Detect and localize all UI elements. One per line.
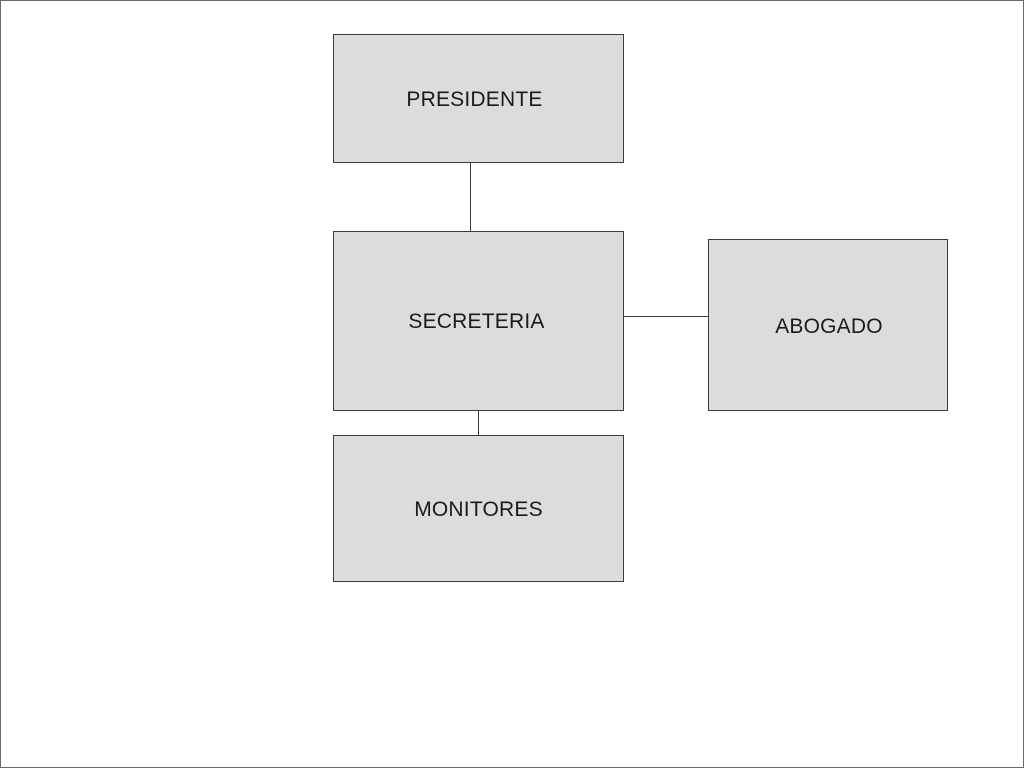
node-label-monitores: MONITORES (414, 497, 543, 521)
node-monitores: MONITORES (333, 435, 624, 582)
node-label-presidente: PRESIDENTE (406, 87, 543, 111)
node-secreteria: SECRETERIA (333, 231, 624, 411)
node-label-secreteria: SECRETERIA (408, 310, 545, 333)
node-presidente: PRESIDENTE (333, 34, 624, 163)
node-label-abogado: ABOGADO (775, 315, 883, 338)
node-abogado: ABOGADO (708, 239, 948, 411)
